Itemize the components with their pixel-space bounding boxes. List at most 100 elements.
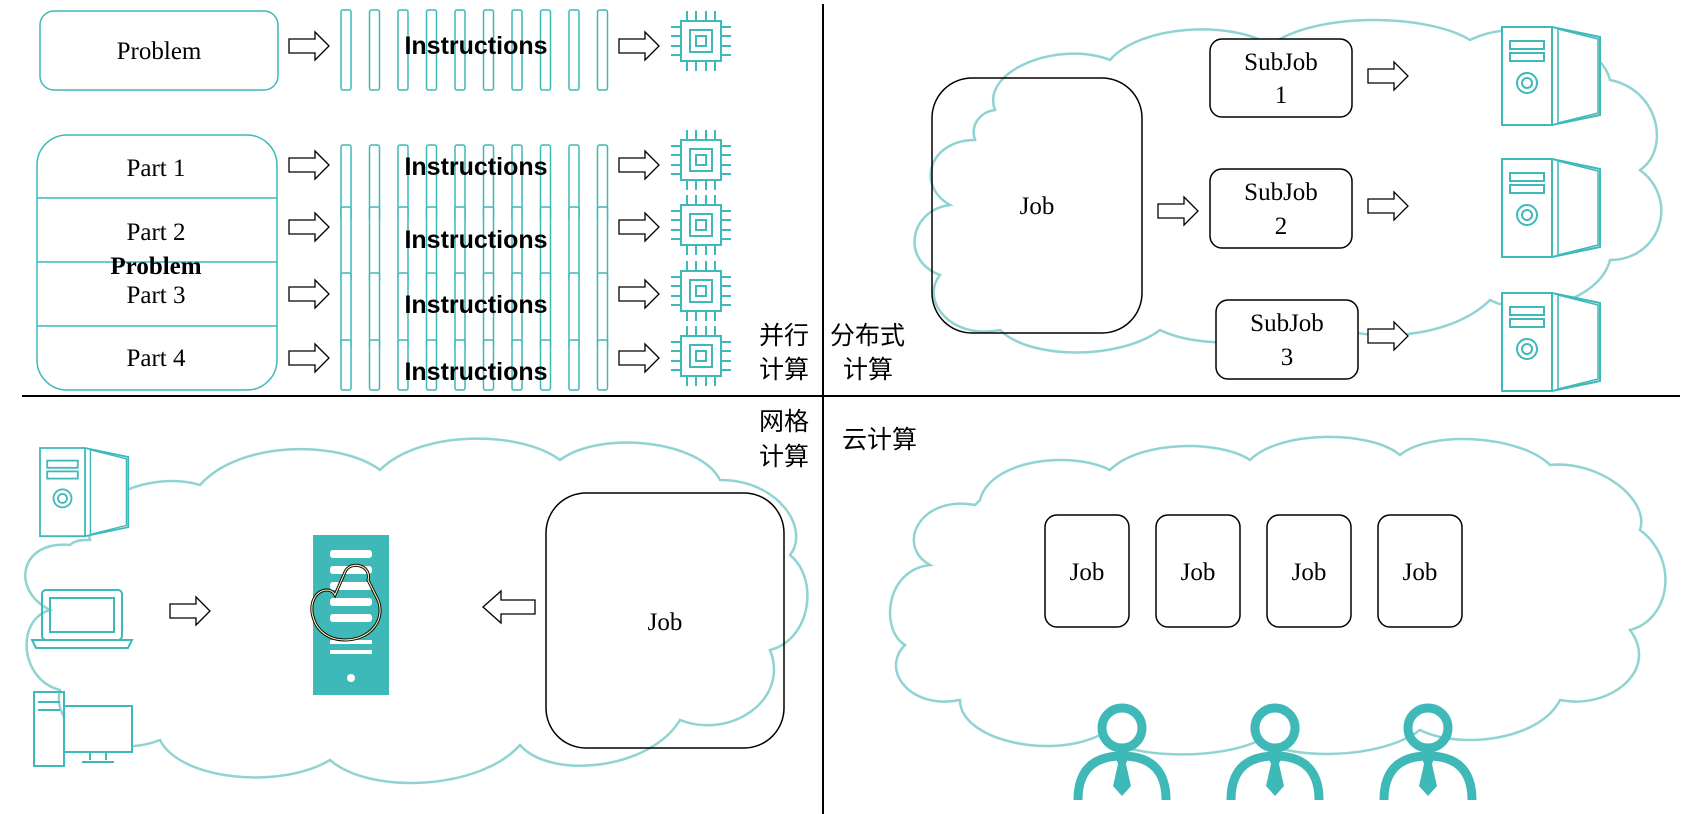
instruction-bar — [340, 206, 352, 283]
job-box — [1266, 514, 1352, 628]
job-box — [1155, 514, 1241, 628]
instruction-bar — [397, 339, 409, 391]
user-icon — [1384, 708, 1472, 800]
instruction-bar — [454, 339, 466, 391]
instruction-bar — [454, 9, 466, 91]
arrow-icon — [1367, 61, 1409, 91]
laptop-icon — [30, 589, 134, 649]
subjob-box — [1215, 299, 1359, 380]
arrow-icon — [618, 212, 660, 242]
cloud-computing-panel: Job Job Job Job 云计算 — [842, 425, 1667, 800]
part-label: Part 3 — [126, 282, 185, 309]
server-tower-icon — [1501, 26, 1601, 126]
strong-server-icon — [310, 535, 389, 695]
parallel-computing-panel: Problem Instructions Part 1 Part 2 Part … — [36, 9, 809, 391]
instruction-bar — [368, 339, 381, 391]
job-label: Job — [1020, 193, 1055, 220]
instructions-label: Instructions — [404, 153, 547, 181]
problem-label: Problem — [117, 38, 202, 65]
job-label: Job — [1070, 559, 1105, 586]
instruction-bars — [340, 272, 609, 349]
cpu-chip-icon — [670, 260, 732, 322]
arrow-icon — [288, 150, 330, 180]
job-label: Job — [1292, 559, 1327, 586]
arrow-icon — [288, 212, 330, 242]
job-box — [1044, 514, 1130, 628]
arrow-left-icon — [482, 589, 536, 625]
instruction-bar — [568, 339, 580, 391]
instructions-label: Instructions — [404, 358, 547, 386]
instruction-bars — [340, 9, 609, 91]
parallel-label-line2: 计算 — [759, 355, 809, 384]
arrow-icon — [288, 279, 330, 309]
cloud-shape — [888, 435, 1667, 756]
instruction-bar — [596, 9, 609, 91]
instructions-label: Instructions — [404, 32, 547, 60]
grid-computing-panel: Job 网格 计算 — [24, 407, 809, 785]
arrow-icon — [288, 31, 330, 61]
instruction-bar — [511, 339, 523, 391]
instruction-bar — [482, 9, 495, 91]
server-tower-icon — [1501, 158, 1601, 258]
instruction-bar — [511, 9, 523, 91]
subjob-number: 1 — [1275, 82, 1288, 109]
cpu-chip-icon — [670, 194, 732, 256]
cloud-shape — [24, 437, 809, 785]
arrow-icon — [1367, 321, 1409, 351]
problem-box — [39, 10, 279, 91]
cpu-chip-icon — [670, 129, 732, 191]
instruction-bar — [340, 339, 352, 391]
subjob-label: SubJob — [1244, 49, 1318, 76]
desktop-computer-icon — [33, 691, 133, 767]
job-label: Job — [648, 609, 683, 636]
part-label: Part 1 — [126, 155, 185, 182]
job-label: Job — [1181, 559, 1216, 586]
part-label: Part 2 — [126, 219, 185, 246]
instruction-bar — [368, 9, 381, 91]
instruction-bars — [340, 339, 609, 391]
subjob-box — [1209, 38, 1353, 118]
instruction-bar — [340, 272, 352, 349]
instruction-bar — [539, 339, 552, 391]
part-label: Part 4 — [126, 345, 186, 372]
cpu-chip-icon — [670, 325, 732, 387]
job-box — [545, 492, 785, 749]
instruction-bar — [596, 272, 609, 349]
instruction-bar — [425, 339, 438, 391]
instruction-bar — [340, 9, 352, 91]
instruction-bar — [482, 339, 495, 391]
job-label: Job — [1403, 559, 1438, 586]
problem-overlay-label: Problem — [110, 253, 201, 280]
subjob-label: SubJob — [1250, 310, 1324, 337]
arrow-icon — [1367, 191, 1409, 221]
server-tower-icon — [1501, 292, 1601, 392]
subjob-label: SubJob — [1244, 179, 1318, 206]
instruction-bar — [368, 272, 381, 349]
grid-label-line2: 计算 — [759, 442, 809, 471]
arrow-icon — [618, 279, 660, 309]
subjob-box — [1209, 168, 1353, 249]
parallel-label-line1: 并行 — [759, 321, 809, 350]
job-box — [931, 77, 1143, 334]
arrow-icon — [1157, 196, 1199, 226]
arrow-icon — [618, 343, 660, 373]
subjob-number: 3 — [1281, 344, 1294, 371]
instructions-label: Instructions — [404, 291, 547, 319]
cpu-chip-icon — [670, 10, 732, 72]
distributed-computing-panel: Job SubJob 1 SubJob 2 SubJob 3 分布式 计算 — [830, 18, 1663, 392]
instruction-bar — [397, 9, 409, 91]
instruction-bar — [568, 206, 580, 283]
instruction-bar — [568, 9, 580, 91]
grid-label-line1: 网格 — [759, 407, 809, 436]
instruction-bar — [425, 9, 438, 91]
distributed-label-line2: 计算 — [843, 355, 893, 384]
server-tower-icon — [39, 447, 130, 538]
arrow-icon — [618, 150, 660, 180]
job-box — [1377, 514, 1463, 628]
instruction-bar — [596, 206, 609, 283]
arrow-icon — [288, 343, 330, 373]
cloud-label: 云计算 — [842, 425, 917, 454]
subjob-number: 2 — [1275, 213, 1288, 240]
arrow-icon — [618, 31, 660, 61]
